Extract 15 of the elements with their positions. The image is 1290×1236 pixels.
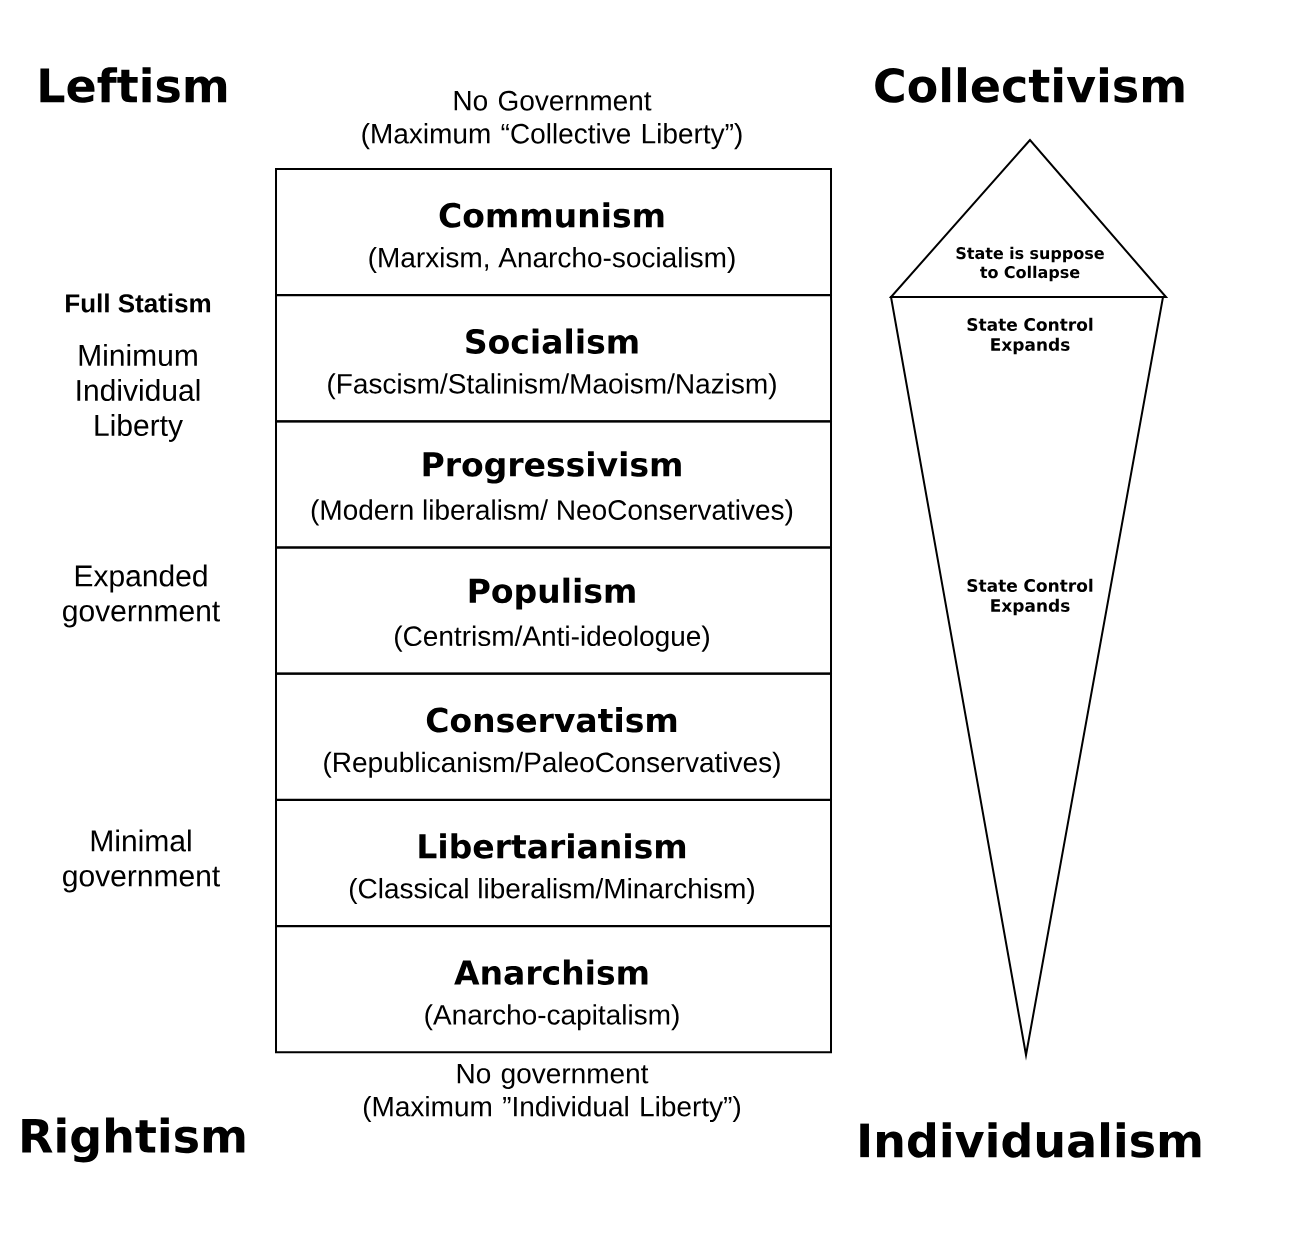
ideology-box: Progressivism (Modern liberalism/ NeoConservatives) xyxy=(275,420,832,549)
ideology-box: Socialism (Fascism/Stalinism/Maoism/Nazism) xyxy=(275,294,832,423)
axis-heading: Leftism xyxy=(40,67,227,103)
ideology-box: Conservatism (Republicanism/PaleoConservatives) xyxy=(275,672,832,801)
side-label: Expanded government xyxy=(63,564,220,628)
axis-heading: Rightism xyxy=(22,1117,245,1163)
ideology-box: Anarchism (Anarcho-capitalism) xyxy=(275,925,832,1054)
side-label: Minimal government xyxy=(63,829,220,893)
axis-heading: Collectivism xyxy=(875,67,1184,103)
side-label: Minimum Individual Liberty xyxy=(77,344,200,442)
ideology-box: Communism (Marxism, Anarcho-socialism) xyxy=(275,168,832,296)
side-label: Full Statism xyxy=(66,293,211,313)
ideology-box: Populism (Centrism/Anti-ideologue) xyxy=(275,546,832,675)
ideology-box: Libertarianism (Classical liberalism/Minarchism) xyxy=(275,799,832,927)
axis-heading: Individualism xyxy=(860,1122,1201,1158)
